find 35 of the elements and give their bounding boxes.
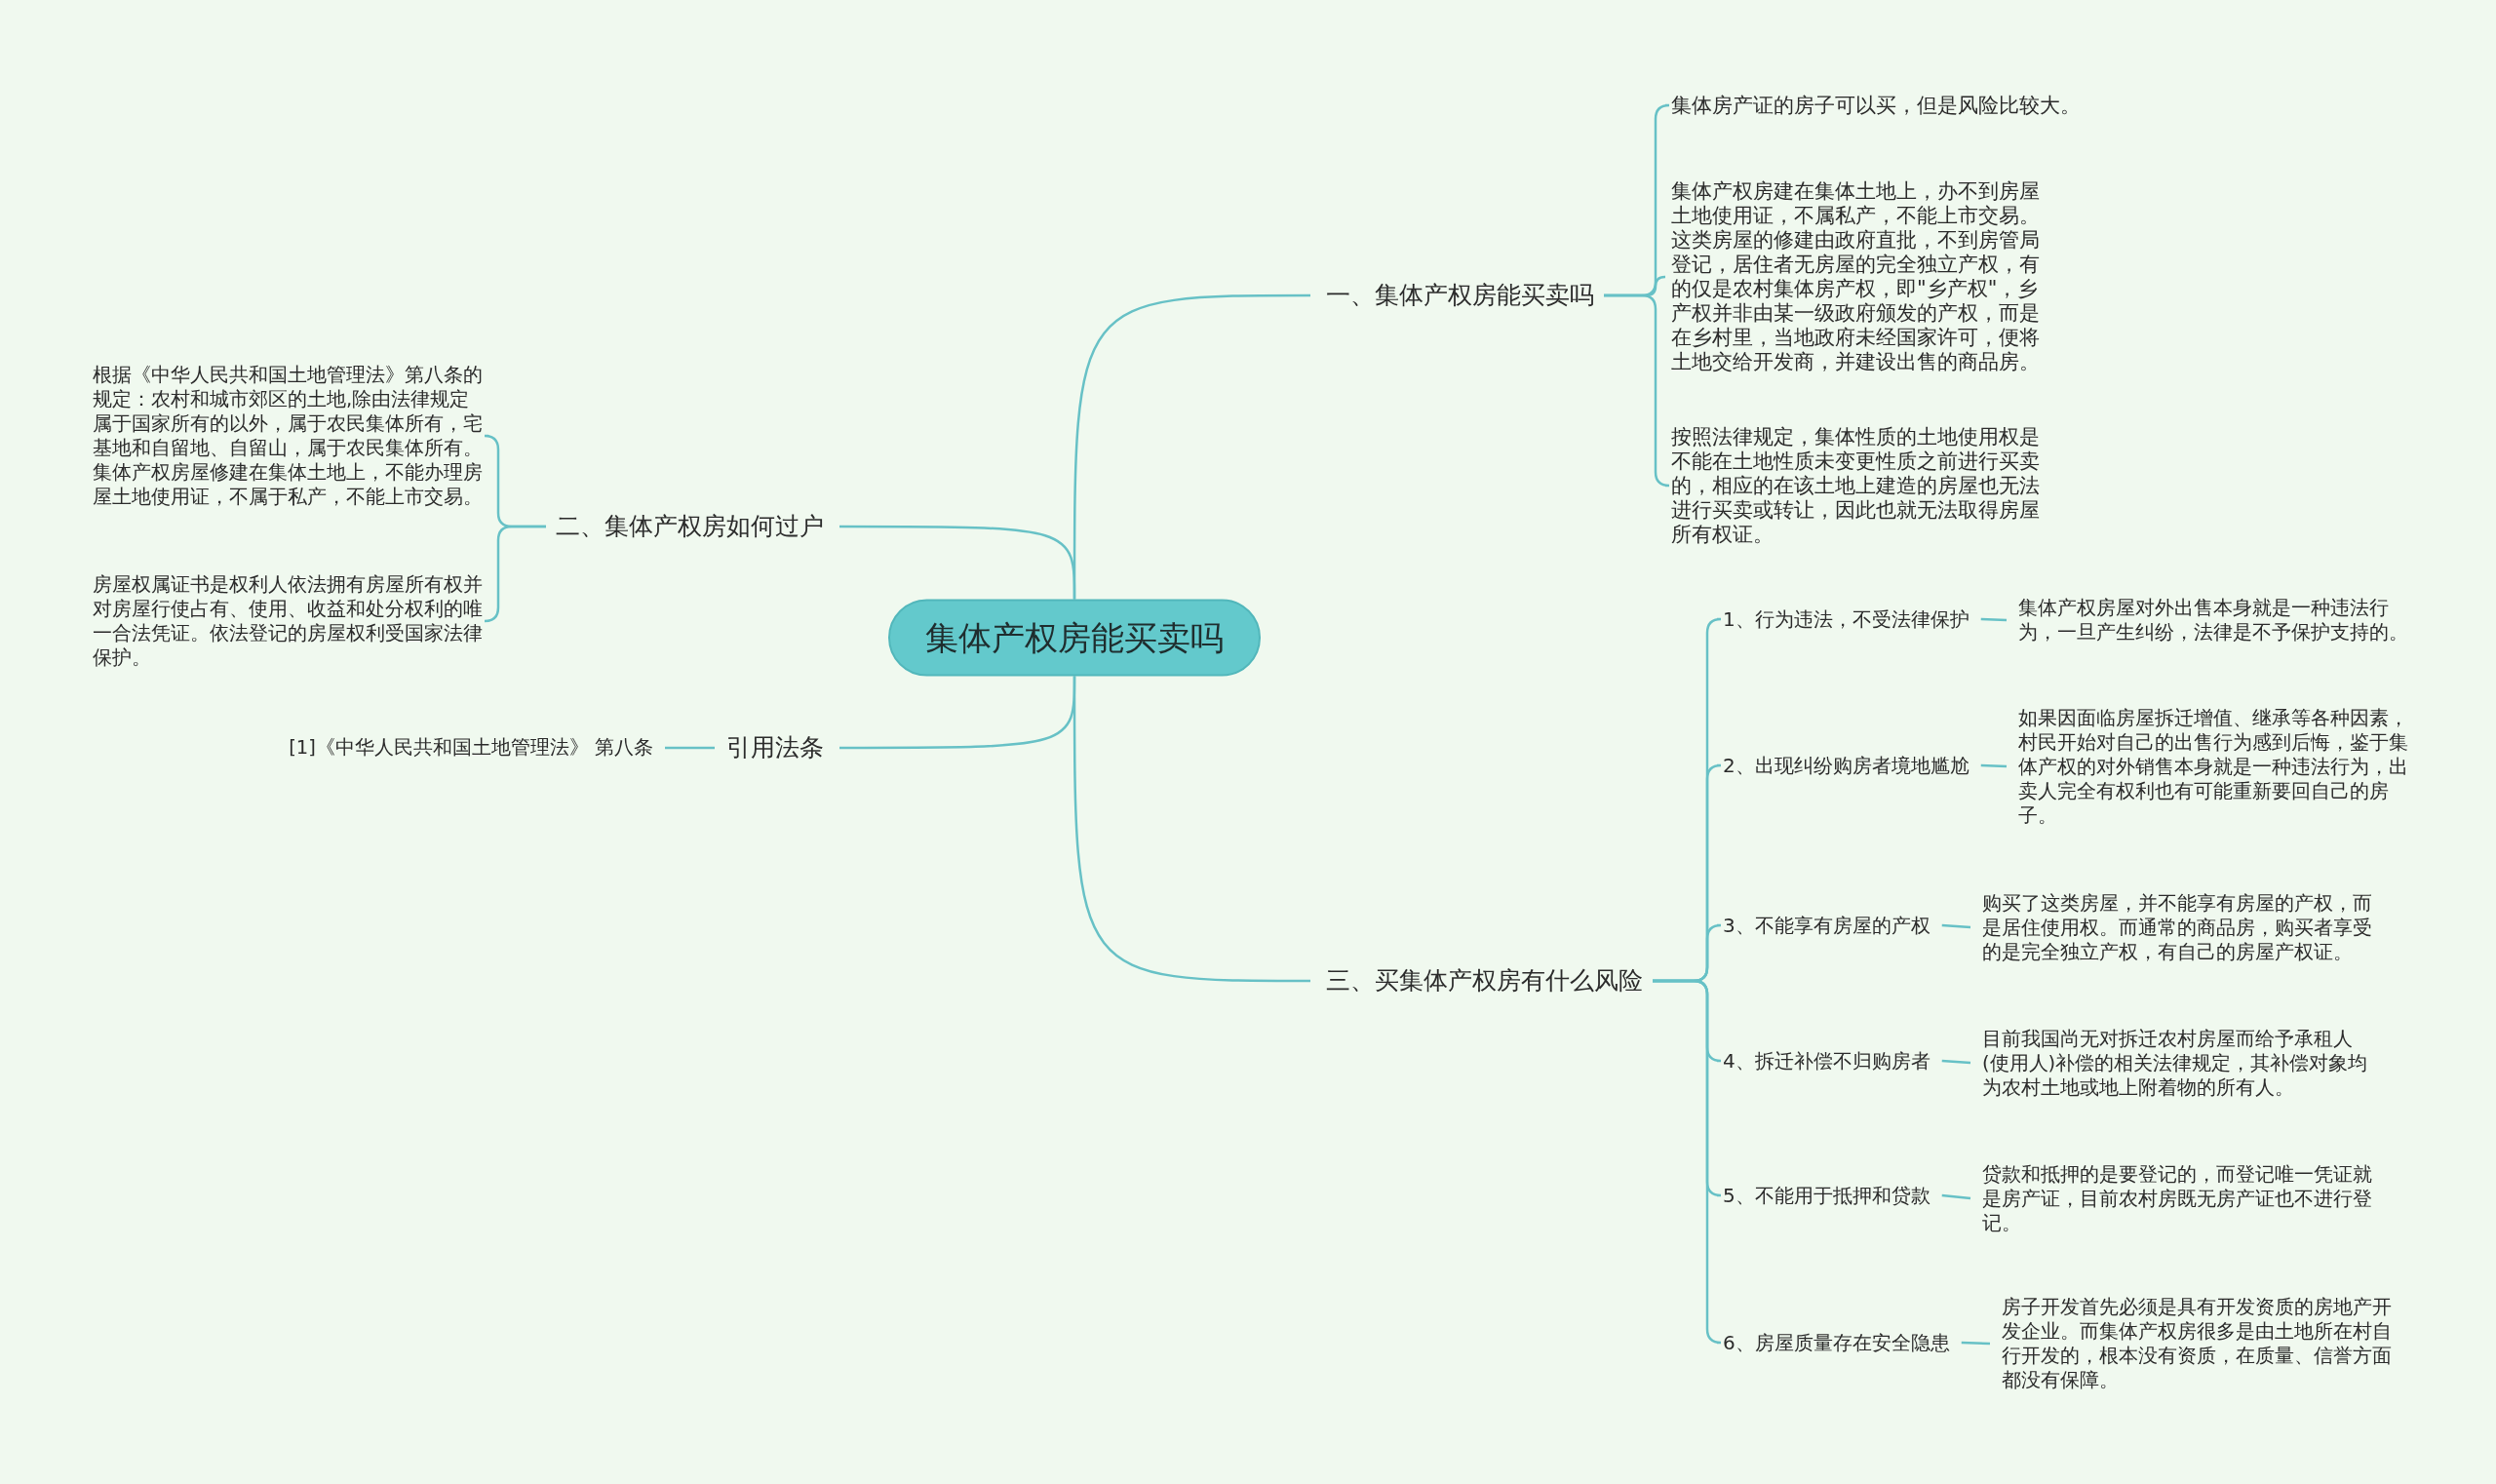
note-text: 集体房产证的房子可以买，但是风险比较大。 [1671, 93, 2090, 118]
note-text: 贷款和抵押的是要登记的，而登记唯一凭证就是房产证，目前农村房既无房产证也不进行登记。 [1982, 1161, 2374, 1235]
subtopic-label: 5、不能用于抵押和贷款 [1723, 1181, 1930, 1210]
connector-line [1980, 617, 2008, 622]
branch-label: 引用法条 [726, 729, 824, 766]
citation-text: [1]《中华人民共和国土地管理法》 第八条 [289, 733, 653, 762]
connector-line [1941, 1193, 1971, 1200]
connector-line [1653, 979, 1723, 1345]
connector-line [1604, 293, 1671, 488]
connector-line [1072, 676, 1310, 983]
subtopic-label: 4、拆迁补偿不归购房者 [1723, 1046, 1930, 1075]
connector-line [483, 525, 546, 623]
branch-label: 三、买集体产权房有什么风险 [1326, 962, 1643, 999]
note-text: 房子开发首先必须是具有开发资质的房地产开发企业。而集体产权房很多是由土地所在村自行开发的，根本没有资质，在质量、信誉方面都没有保障。 [2002, 1295, 2394, 1392]
subtopic-label: 2、出现纠纷购房者境地尴尬 [1723, 751, 1970, 780]
note-text: 房屋权属证书是权利人依法拥有房屋所有权并对房屋行使占有、使用、收益和处分权利的唯一合法凭证。依法登记的房屋权利受国家法律保护。 [93, 572, 483, 670]
central-topic: 集体产权房能买卖吗 [888, 599, 1261, 677]
subtopic-label: 3、不能享有房屋的产权 [1723, 911, 1930, 940]
note-text: 按照法律规定，集体性质的土地使用权是不能在土地性质未变更性质之前进行买卖的，相应的在该土地上建造的房屋也无法进行买卖或转让，因此也就无法取得房屋所有权证。 [1671, 424, 2053, 547]
connector-line [1941, 1059, 1971, 1065]
connector-line [1941, 923, 1971, 929]
note-text: 购买了这类房屋，并不能享有房屋的产权，而是居住使用权。而通常的商品房，购买者享受的是完全独立产权，有自己的房屋产权证。 [1982, 890, 2374, 964]
note-text: 根据《中华人民共和国土地管理法》第八条的规定：农村和城市郊区的土地,除由法律规定属于国家所有的以外，属于农民集体所有，宅基地和自留地、自留山，属于农民集体所有。集体产权房屋修建在集体土地上，不能办理房屋土地使用证，不属于私产，不能上市交易。 [93, 363, 483, 509]
subtopic-label: 1、行为违法，不受法律保护 [1723, 605, 1970, 634]
connector-line [839, 525, 1076, 600]
connector-line [1961, 1341, 1991, 1346]
branch-label: 一、集体产权房能买卖吗 [1326, 277, 1594, 314]
connector-line [1980, 763, 2008, 768]
connector-line [665, 746, 715, 750]
branch-label: 二、集体产权房如何过户 [556, 508, 824, 545]
note-text: 集体产权房建在集体土地上，办不到房屋土地使用证，不属私产，不能上市交易。这类房屋的修建由政府直批，不到房管局登记，居住者无房屋的完全独立产权，有的仅是农村集体房产权，即"乡产权"，乡产权并非由某一级政府颁发的产权，而是在乡村里，当地政府未经国家许可，便将土地交给开发商，并建设出售的商品房。 [1671, 179, 2053, 374]
note-text: 如果因面临房屋拆迁增值、继承等各种因素，村民开始对自己的出售行为感到后悔，鉴于集体产权的对外销售本身就是一种违法行为，出卖人完全有权利也有可能重新要回自己的房子。 [2018, 705, 2410, 828]
subtopic-label: 6、房屋质量存在安全隐患 [1723, 1328, 1950, 1357]
note-text: 集体产权房屋对外出售本身就是一种违法行为，一旦产生纠纷，法律是不予保护支持的。 [2018, 596, 2410, 644]
note-text: 目前我国尚无对拆迁农村房屋而给予承租人(使用人)补偿的相关法律规定，其补偿对象均为农村土地或地上附着物的所有人。 [1982, 1026, 2374, 1100]
